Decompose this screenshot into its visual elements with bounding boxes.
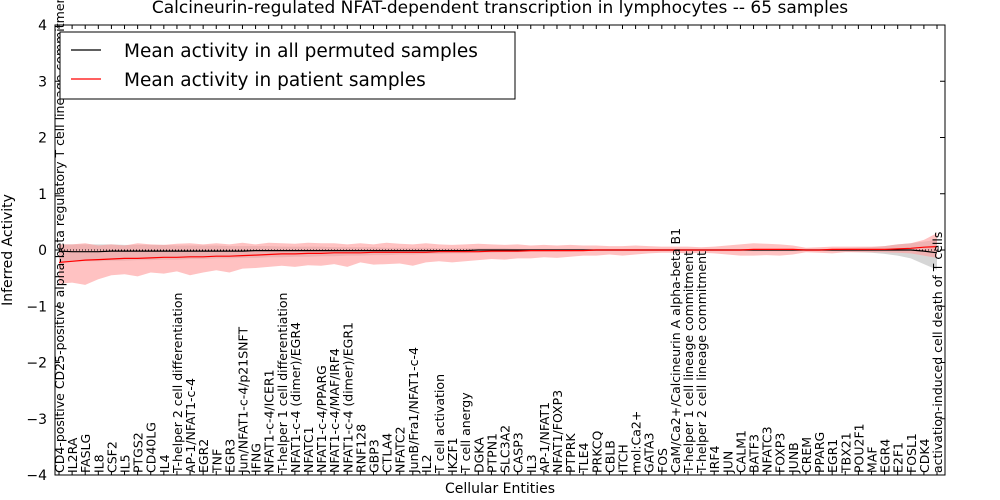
x-tick-label: FOXP3	[773, 433, 788, 473]
x-tick-label: IKZF1	[445, 437, 460, 473]
x-tick-label: NFATC3	[760, 426, 775, 473]
x-tick-label: T-helper 2 cell lineage commitment	[694, 251, 709, 474]
x-tick-label: POU2F1	[851, 423, 866, 473]
x-tick-label: JUN	[720, 451, 735, 474]
axes: −4 −3 −2 −1 0 1 2 3 4	[26, 18, 946, 484]
x-tick-label: IL3	[524, 454, 539, 473]
x-tick-label: T-helper 1 cell lineage commitment	[681, 251, 696, 474]
legend-entry: Mean activity in patient samples	[124, 70, 426, 91]
x-tick-label: EGR3	[222, 439, 237, 473]
x-tick-label: NFAT1-c-4/PPARG	[314, 365, 329, 473]
x-tick-label: IRF4	[707, 445, 722, 473]
x-tick-label: TLE4	[576, 443, 591, 474]
chart-title: Calcineurin-regulated NFAT-dependent tra…	[152, 0, 848, 18]
x-tick-label: CDK4	[917, 438, 932, 473]
y-tick-label: 3	[38, 74, 47, 90]
x-tick-label: PTPRK	[563, 433, 578, 473]
x-tick-label: AP-1/NFAT1	[537, 402, 552, 473]
y-tick-label: 4	[38, 18, 47, 34]
y-tick-label: 2	[38, 131, 47, 147]
x-tick-label: E2F1	[891, 442, 906, 473]
x-tick-labels: CD4-positive CD25-positive alpha-beta re…	[52, 0, 945, 474]
x-tick-label: CASP3	[511, 432, 526, 473]
x-tick-label: CSF2	[104, 441, 119, 473]
y-tick-label: −4	[26, 468, 47, 484]
x-tick-label: GATA3	[642, 433, 657, 473]
x-tick-label: PRKCQ	[589, 431, 604, 473]
x-tick-label: RNF128	[353, 424, 368, 473]
x-tick-label: NFAT1-c-4 (dimer)/EGR1	[340, 322, 355, 473]
x-tick-label: GBP3	[367, 439, 382, 473]
y-tick-label: −3	[26, 412, 47, 428]
x-tick-label: FOS	[655, 448, 670, 473]
x-tick-label: NFAT1/FOXP3	[550, 390, 565, 473]
x-tick-label: ITCH	[616, 444, 631, 473]
x-tick-label: IL5	[118, 454, 133, 473]
x-tick-label: FASLG	[78, 434, 93, 473]
x-tick-label: PTGS2	[131, 432, 146, 473]
x-tick-label: CTLA4	[380, 433, 395, 473]
x-tick-label: NFAT1-c-4/MAF/IRF4	[327, 348, 342, 473]
x-tick-label: EGR2	[196, 439, 211, 473]
x-tick-label: BATF3	[747, 434, 762, 473]
x-tick-label: IL2RA	[65, 437, 80, 473]
x-tick-label: CALM1	[733, 430, 748, 473]
x-tick-label: EGR1	[825, 439, 840, 473]
series-band-1	[59, 233, 937, 285]
legend: Mean activity in all permuted samplesMea…	[59, 31, 516, 100]
x-tick-label: IL2	[419, 454, 434, 473]
x-tick-label: JUNB	[786, 442, 801, 474]
x-tick-label: CD40LG	[144, 422, 159, 473]
series-lines	[55, 246, 945, 263]
x-tick-label: mol:Ca2+	[629, 411, 644, 473]
x-tick-label: T cell activation	[432, 374, 447, 474]
confidence-bands	[59, 233, 937, 285]
x-tick-label: IL8	[91, 454, 106, 473]
x-tick-label: JunB/Fra1/NFAT1-c-4	[406, 347, 421, 474]
y-tick-label: 1	[38, 187, 47, 203]
x-tick-label: T cell anergy	[458, 392, 473, 474]
x-tick-label: MAF	[865, 446, 880, 473]
x-tick-label: IL4	[157, 454, 172, 473]
x-tick-label: CD4-positive CD25-positive alpha-beta re…	[52, 0, 67, 473]
x-tick-label: NFAT1-c-4 (dimer)/EGR4	[288, 322, 303, 473]
x-tick-label: T-helper 1 cell differentiation	[275, 293, 290, 474]
y-tick-label: 0	[38, 243, 47, 259]
x-tick-label: Jun/NFAT1-c-4/p21SNFT	[236, 327, 251, 474]
y-tick-label: −2	[26, 356, 47, 372]
y-axis-label: Inferred Activity	[0, 194, 16, 306]
x-tick-label: NFATC1	[301, 426, 316, 473]
x-tick-label: PPARG	[812, 432, 827, 473]
x-tick-label: CBLB	[602, 440, 617, 473]
x-tick-label: IFNG	[249, 443, 264, 473]
x-tick-label: NFAT1-c-4/ICER1	[262, 369, 277, 473]
x-axis-label: Cellular Entities	[445, 481, 555, 497]
x-tick-label: EGR4	[878, 439, 893, 473]
x-tick-label: CREM	[799, 437, 814, 473]
series-line-1	[58, 246, 938, 263]
x-tick-label: T-helper 2 cell differentiation	[170, 293, 185, 474]
y-tick-label: −1	[26, 299, 47, 315]
x-tick-label: DGKA	[471, 437, 486, 473]
x-tick-label: FOSL1	[904, 433, 919, 473]
x-tick-label: AP-1/NFAT1-c-4	[183, 378, 198, 473]
x-tick-label: SLC3A2	[498, 425, 513, 473]
x-tick-label: PTPN1	[484, 433, 499, 473]
x-tick-label: TBX21	[838, 432, 853, 474]
x-tick-label: activation-induced cell death of T cells	[930, 232, 945, 473]
x-tick-label: NFATC2	[393, 426, 408, 473]
x-tick-label: CaM/Ca2+/Calcineurin A alpha-beta B1	[668, 228, 683, 473]
x-tick-label: TNF	[209, 449, 224, 474]
legend-entry: Mean activity in all permuted samples	[124, 41, 478, 62]
legend-box	[59, 31, 516, 100]
